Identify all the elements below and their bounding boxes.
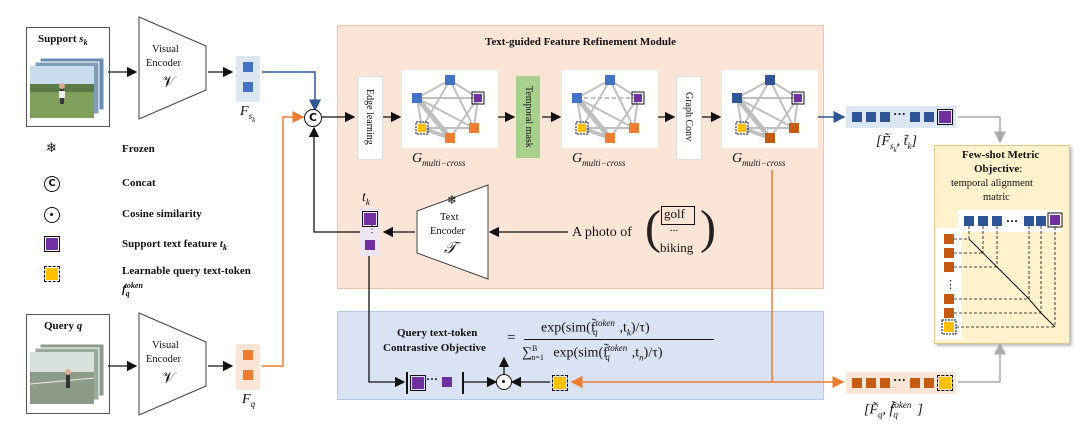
tk-token-1 [362,211,378,227]
graph-3-label: Gmulti−cross [732,151,786,168]
graph-conv-label: Graph Conv [683,92,694,142]
prompt-paren-left: ( [645,201,661,254]
prompt-paren-right: ) [700,201,716,254]
support-output-token-4 [910,112,920,122]
objective-title-2: Contrastive Objective [383,342,486,354]
support-output-text-token [937,109,953,125]
prompt-class-golf: golf [664,206,685,221]
objective-support-text-dots: ··· [426,372,439,386]
objective-support-text-bracket [406,372,464,394]
edge-learning-label: Edge learning [364,89,375,145]
text-encoder-label-1: Text [440,212,459,223]
objective-query-token [552,375,568,391]
temporal-mask-label: Temporal mask [523,86,534,148]
objective-numerator: exp(sim(f̃tokenq,tk)/τ) [541,318,650,338]
query-output-tokens [846,372,956,394]
query-output-token-1 [852,378,862,388]
metric-subtitle-2: matric [983,192,1010,203]
legend-query-token: Learnable query text-token [122,265,251,277]
prompt-text: A photo of [572,225,632,240]
cosine-legend-dot [50,213,53,216]
legend-frozen: Frozen [122,143,155,155]
temporal-mask-block [516,76,540,158]
objective-support-text-token-2 [442,377,452,387]
query-video-frames [30,344,105,404]
svg-text:···: ··· [1006,214,1018,228]
query-feature-token-1 [243,350,253,360]
module-title: Text-guided Feature Refinement Module [485,36,676,48]
concat-icon: C [304,109,322,127]
query-output-token-4 [910,378,920,388]
support-video-frames [30,58,105,118]
legend-query-token-symbol: fqtoken [122,281,143,298]
prompt-class-golf-box [661,206,695,225]
metric-title-2: Objective: [974,163,1023,175]
text-encoder-label-2: Encoder [430,226,465,237]
snowflake-icon: ❄ [46,141,57,156]
text-encoder [416,184,489,280]
metric-title-1: Few-shot Metric [962,149,1040,161]
query-output-text-token [937,375,953,391]
query-token-legend-icon [44,266,60,282]
objective-support-text-token-1 [410,375,426,391]
svg-text:⋮: ⋮ [945,279,956,291]
tk-token-2 [365,240,375,250]
visual-encoder-support-label-2: Encoder [146,58,181,69]
graph-2-label: Gmulti−cross [572,151,626,168]
visual-encoder-support-label-1: Visual [152,44,179,55]
support-output-token-1 [852,112,862,122]
legend-concat: Concat [122,177,156,189]
support-output-token-5 [924,112,934,122]
visual-encoder-query-label-2: Encoder [146,354,181,365]
graph-1 [402,70,498,148]
support-text-legend-icon [44,236,60,252]
support-output-token-2 [866,112,876,122]
graph-3 [722,70,818,148]
support-title: Support sk [38,33,88,48]
query-output-token-5 [924,378,934,388]
visual-encoder-query-symbol: 𝒱 [162,370,176,387]
edge-learning-block [357,76,383,160]
graph-2 [562,70,658,148]
legend-cosine: Cosine similarity [122,208,202,220]
query-output-token-2 [866,378,876,388]
query-title: Query q [44,320,83,332]
query-feature-token-2 [243,370,253,380]
graph-1-label: Gmulti−cross [412,151,466,168]
metric-subtitle-1: temporal alignment [951,178,1033,189]
support-feature-label: Fsk [240,104,256,124]
query-output-dots: ··· [893,372,907,387]
text-encoder-snowflake-icon: ❄ [447,193,458,207]
cosine-legend-icon [44,207,60,223]
prompt-class-biking: biking [660,240,694,255]
cosine-dot [502,380,505,383]
support-feature-token-2 [243,82,253,92]
graph-conv-block [676,76,702,160]
query-output-label: [F̃q, f̃qtoken] [864,400,923,420]
tk-label: tk [362,190,370,207]
alignment-matrix: ··· ⋮ [936,208,1066,340]
query-feature-label: Fq [242,392,256,409]
prompt-class-ellipsis: ... [670,222,679,234]
support-output-dots: ··· [893,106,907,121]
objective-fraction-bar [524,339,714,340]
concat-legend-icon: C [44,176,60,192]
query-output-token-3 [880,378,890,388]
tk-dots: ⋮ [367,224,377,235]
visual-encoder-support [138,16,207,120]
objective-equals: = [507,330,516,346]
visual-encoder-query [138,312,207,416]
support-output-tokens [846,106,956,128]
objective-denominator: ∑Bn=1 exp(sim(f̃tokenq,tn)/τ) [522,343,663,363]
text-encoder-symbol: 𝒯 [444,240,457,257]
legend-support-text: Support text feature tk [122,238,227,253]
support-feature-token-1 [243,62,253,72]
visual-encoder-query-label-1: Visual [152,340,179,351]
support-output-token-3 [880,112,890,122]
objective-title-1: Query text-token [397,327,478,339]
support-output-label: [F̃sk, t̃k] [876,134,917,154]
visual-encoder-support-symbol: 𝒱 [162,74,176,91]
